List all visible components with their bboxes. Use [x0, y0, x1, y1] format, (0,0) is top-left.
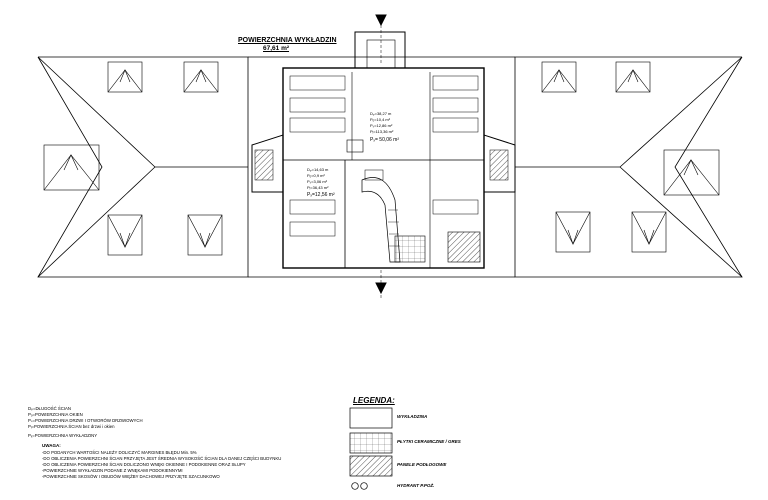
note-item: -DO OBLICZENIA POWIERZCHNI ŚCIAN DOLICZO…	[42, 462, 246, 467]
notes-heading: UWAGA:	[42, 443, 61, 448]
attic-plan	[251, 14, 516, 300]
room-main-value: Pₛ=12,86 m²	[370, 123, 393, 128]
note-item: -DO OBLICZENIA POWIERZCHNI ŚCIAN PRZYJĘT…	[42, 456, 282, 461]
note-item: -POWIERZCHNIE WYKŁADZIN PODANE Z WNĘKAMI…	[42, 468, 183, 473]
symbol-item: Pᵢ=POWIERZCHNIA ŚCIAN bez drzwi i okien	[28, 424, 115, 429]
floor-area-value: 67,61 m²	[263, 45, 290, 52]
room-stair-value: Pₛ=3,06 m²	[307, 179, 328, 184]
legend-swatches	[349, 407, 393, 490]
symbol-item: Pₒ=POWIERZCHNIA OKIEN	[28, 412, 83, 417]
legend-swatch-panele	[349, 455, 393, 477]
hydrant-icon	[351, 482, 359, 490]
room-stair-value: Pᵢ=36,43 m²	[307, 185, 329, 190]
symbol-item: Pₛ=POWIERZCHNIA DRZWI I OTWORÓW DRZWIOWY…	[28, 418, 143, 423]
legend-label-panele: PANELE PODŁOGOWE	[397, 462, 447, 467]
room-main-value: Dₚ=38,27 m	[370, 111, 392, 116]
legend-label-wykladzina: WYKŁADZINA	[397, 414, 428, 419]
legend-label-plytki: PŁYTKI CERAMICZNE / GRES	[397, 439, 461, 444]
drawing-title: POWIERZCHNIA WYKŁADZIN	[238, 37, 337, 44]
roof-outline	[37, 56, 743, 278]
room-stair-area: Pₓ=12,56 m²	[307, 192, 335, 198]
room-stair-value: Dₚ=14,63 m	[307, 167, 329, 172]
room-main-value: Pᵢ=113,36 m²	[370, 129, 394, 134]
legend-swatch-wykladzina	[349, 407, 393, 429]
room-main-area: Pₓ= 50,06 m²	[370, 137, 400, 143]
legend-label-hydrant: HYDRANT P.POŻ.	[397, 483, 435, 488]
room-main-value: Pₒ=10,4 m²	[370, 117, 391, 122]
legend-heading: LEGENDA:	[353, 396, 395, 405]
legend-swatch-plytki	[349, 432, 393, 454]
symbol-item: Dₚ=DŁUGOŚĆ ŚCIAN	[28, 406, 72, 411]
roof-windows	[43, 61, 720, 256]
symbol-item: Pₓ=POWIERZCHNIA WYKŁADZINY	[28, 433, 98, 438]
room-stair-value: Pₒ=0,9 m²	[307, 173, 325, 178]
hydrant-icon-2	[360, 482, 368, 490]
note-item: -POWIERZCHNIE SKOSÓW I OBUDÓW WIĘŹBY DAC…	[42, 474, 220, 479]
note-item: -DO PODANYCH WARTOŚCI NALEŻY DOLICZYĆ MA…	[42, 450, 197, 455]
